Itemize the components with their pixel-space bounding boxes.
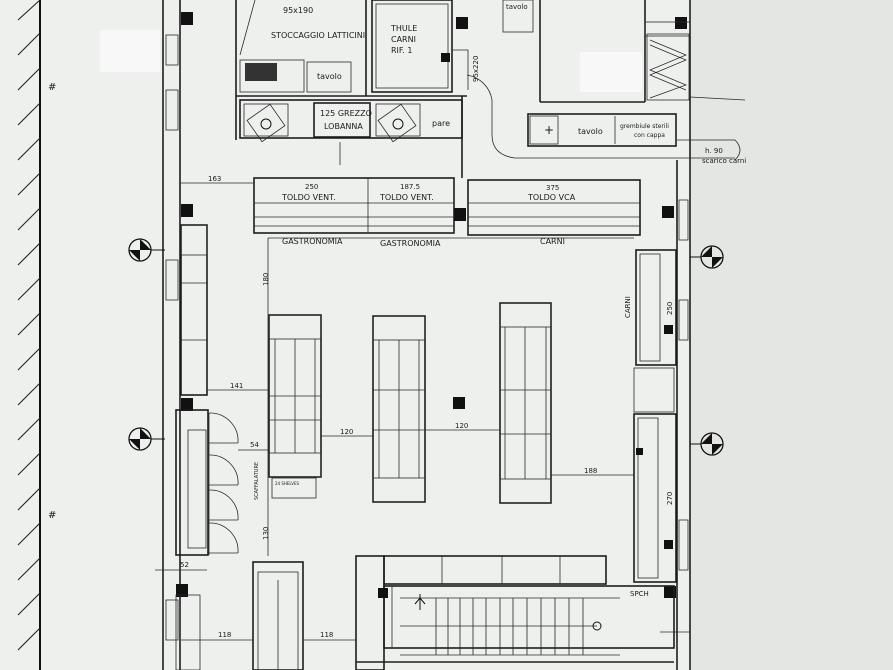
dim-120-a: 120 <box>340 428 353 436</box>
pillar <box>664 586 676 598</box>
right-wall-counters: CARNI 250 270 <box>624 249 677 583</box>
label-gastronomia-2: GASTRONOMIA <box>380 239 441 248</box>
exterior-hatched-wall <box>17 0 41 670</box>
label-toldo-vent-1: TOLDO VENT. <box>281 193 336 202</box>
redacted-patch <box>100 30 160 72</box>
upper-counters: 125 GREZZO LOBANNA pare <box>239 96 463 178</box>
dim-250: 250 <box>305 183 318 191</box>
label-thule: THULE <box>390 24 417 33</box>
dim-130: 130 <box>262 527 270 540</box>
label-grezzo: 125 GREZZO <box>320 109 372 118</box>
changing-rooms: 52 <box>155 409 239 571</box>
pillar <box>664 540 673 549</box>
pillar <box>181 398 193 411</box>
label-toldo-vca: TOLDO VCA <box>527 193 576 202</box>
label-tavolo-top-right: tavolo <box>506 3 528 11</box>
left-building-wall <box>162 0 193 670</box>
storage-room-latticini: 95x190 STOCCAGGIO LATTICINI tavolo <box>235 0 467 140</box>
section-marker-right-bottom <box>690 432 724 456</box>
label-grembiule-sterili: grembiule sterili <box>620 123 669 130</box>
dim-120-b: 120 <box>455 422 468 430</box>
label-thule-carni: CARNI <box>391 35 416 44</box>
label-h90: h. 90 <box>705 147 723 155</box>
gondola-2 <box>372 315 426 503</box>
pillar <box>662 206 674 218</box>
dim-118-b: 118 <box>320 631 333 639</box>
gondola-1: 24 SHELVES <box>268 314 322 499</box>
pillar <box>456 17 468 29</box>
pillar <box>441 53 450 62</box>
bottom-staircase: SPCH <box>355 555 690 670</box>
bottom-left-rooms: 118 118 <box>175 561 356 670</box>
label-spch: SPCH <box>630 590 649 598</box>
redacted-patch <box>580 52 642 92</box>
dim-188: 188 <box>584 467 597 475</box>
dim-250-side: 250 <box>666 302 674 315</box>
label-scarico-carni: scarico carni <box>702 157 746 165</box>
label-tavolo: tavolo <box>317 72 342 81</box>
label-carni: CARNI <box>540 237 565 246</box>
pillar <box>454 208 466 221</box>
thule-carni-room: THULE CARNI RIF. 1 95x220 <box>371 0 493 101</box>
section-marker-left-bottom <box>128 427 165 451</box>
gondola-3 <box>499 302 552 504</box>
label-small-shelf: 24 SHELVES <box>275 481 299 486</box>
label-stoccaggio-latticini: STOCCAGGIO LATTICINI <box>271 31 365 40</box>
label-lobanna: LOBANNA <box>324 122 363 131</box>
pillar <box>181 204 193 217</box>
pillar <box>636 448 643 455</box>
pillar <box>675 17 687 29</box>
pillar <box>453 397 465 409</box>
dim-270: 270 <box>666 492 674 505</box>
pencil-mark: # <box>48 510 56 521</box>
dim-141: 141 <box>230 382 243 390</box>
dim-163: 163 <box>208 175 221 183</box>
label-con-cappa: con cappa <box>634 132 665 139</box>
dim-187-5: 187.5 <box>400 183 420 191</box>
label-thule-rif: RIF. 1 <box>391 46 412 55</box>
dim-54: 54 <box>250 441 259 449</box>
label-toldo-vent-2: TOLDO VENT. <box>379 193 434 202</box>
dim-180: 180 <box>262 273 270 286</box>
sales-floor: 180 <box>262 237 634 556</box>
label-pare: pare <box>432 119 450 128</box>
pillar <box>181 12 193 25</box>
label-vertical-scaffalature: SCAFFALATURE <box>254 462 260 500</box>
section-marker-left-top <box>128 238 165 262</box>
label-gastronomia-1: GASTRONOMIA <box>282 237 343 246</box>
right-building-wall <box>662 0 691 670</box>
top-right-area: tavolo <box>502 0 746 103</box>
pillar <box>664 325 673 334</box>
pencil-mark: # <box>48 82 56 93</box>
display-counters-row: 163 250 187.5 TOLDO VENT. TOLDO VENT. 37… <box>180 175 641 248</box>
sink-cross: + <box>544 123 554 137</box>
gondola-dimensions: 120 120 188 141 54 130 SCAFFALATURE <box>207 382 634 540</box>
label-tavolo-mid: tavolo <box>578 127 603 136</box>
dim-118-a: 118 <box>218 631 231 639</box>
dim-95x220: 95x220 <box>472 56 480 82</box>
right-upper-counter: + tavolo grembiule sterili con cappa h. … <box>491 100 746 165</box>
section-marker-right-top <box>690 245 724 269</box>
dim-95x190: 95x190 <box>283 6 313 15</box>
label-carni-side: CARNI <box>624 296 632 318</box>
left-wall-shelving <box>180 224 208 396</box>
dim-52: 52 <box>180 561 189 569</box>
hatched-box <box>245 63 277 81</box>
paper-shadow-right <box>690 0 893 670</box>
pillar <box>176 584 188 597</box>
dim-375: 375 <box>546 184 559 192</box>
pillar <box>378 588 388 598</box>
